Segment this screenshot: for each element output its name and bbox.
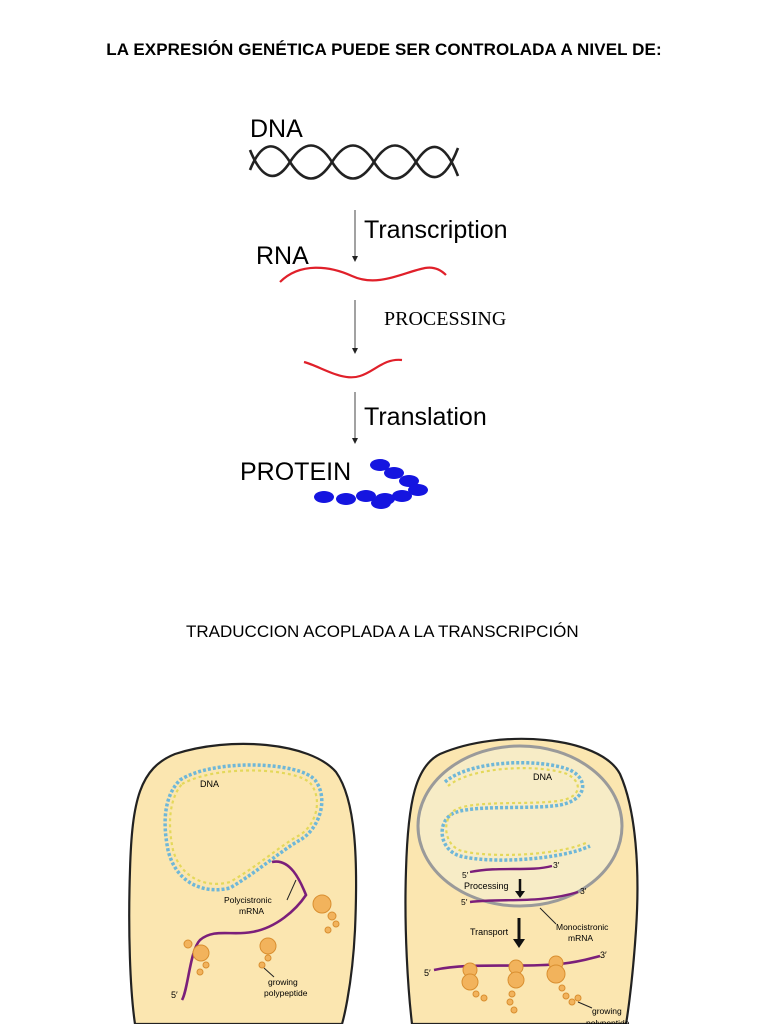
processed-mrna xyxy=(469,890,579,904)
section-subtitle: TRADUCCION ACOPLADA A LA TRANSCRIPCIÓN xyxy=(186,622,579,641)
transport-label: Transport xyxy=(470,927,509,937)
prokaryote-dna-outer xyxy=(163,763,324,892)
monocistronic-pointer xyxy=(539,907,557,925)
processing-label: PROCESSING xyxy=(384,308,506,330)
transport-arrow xyxy=(513,918,525,948)
eukaryote-growing-line1: growing xyxy=(592,1006,622,1016)
processing-arrow xyxy=(352,300,358,354)
prokaryote-growing-pointer xyxy=(263,967,275,978)
rna-label: RNA xyxy=(256,242,309,270)
monocistronic-label-line2: mRNA xyxy=(568,933,593,943)
prokaryote-growing-line2: polypeptide xyxy=(264,988,308,998)
eukaryote-three-prime-b: 3′ xyxy=(580,886,587,896)
transcription-label: Transcription xyxy=(364,216,508,244)
eukaryote-growing-pointer xyxy=(577,1001,593,1009)
nucleus xyxy=(416,744,624,908)
prokaryote-ribosomes xyxy=(183,894,340,976)
eukaryote-three-prime-a: 3′ xyxy=(553,860,560,870)
eukaryote-growing-line2: polypeptide xyxy=(586,1018,630,1024)
transcription-arrow xyxy=(352,210,358,262)
polycistronic-label-line2: mRNA xyxy=(239,906,264,916)
eukaryote-dna-label: DNA xyxy=(533,772,552,782)
eukaryote-five-prime-c: 5′ xyxy=(424,968,431,978)
dna-label: DNA xyxy=(250,115,303,143)
rna-strand xyxy=(279,266,447,283)
protein-chain xyxy=(314,459,428,509)
prokaryote-growing-line1: growing xyxy=(268,977,298,987)
primary-transcript xyxy=(469,864,553,874)
monocistronic-label-line1: Monocistronic xyxy=(556,922,609,932)
prokaryote-cytoplasm xyxy=(128,742,358,1024)
prokaryotic-cell: DNA Polycistronic mRNA growing polypepti… xyxy=(128,742,358,1024)
eukaryotic-cell: DNA 5′ 3′ Processing 5′ 3′ Monocistronic… xyxy=(404,737,639,1024)
polycistronic-pointer xyxy=(286,879,297,901)
eukaryote-five-prime-a: 5′ xyxy=(462,870,469,880)
page-title: LA EXPRESIÓN GENÉTICA PUEDE SER CONTROLA… xyxy=(106,40,662,59)
eukaryote-ribosomes xyxy=(461,955,582,1014)
protein-label: PROTEIN xyxy=(240,458,351,486)
polycistronic-label-line1: Polycistronic xyxy=(224,895,272,905)
eukaryote-five-prime-b: 5′ xyxy=(461,897,468,907)
processing-step-label: Processing xyxy=(464,881,509,891)
prokaryote-five-prime: 5′ xyxy=(171,990,178,1000)
processed-rna-strand xyxy=(303,358,403,379)
prokaryote-dna-label: DNA xyxy=(200,779,219,789)
eukaryote-dna-outer xyxy=(440,760,591,862)
dna-helix xyxy=(248,144,460,180)
eukaryote-dna-inner xyxy=(445,767,589,856)
prokaryote-dna-inner xyxy=(168,769,319,885)
eukaryote-three-prime-c: 3′ xyxy=(600,950,607,960)
translation-label: Translation xyxy=(364,403,487,431)
translation-arrow xyxy=(352,392,358,444)
polycistronic-mrna xyxy=(180,860,308,1001)
processing-step-arrow xyxy=(515,879,525,898)
